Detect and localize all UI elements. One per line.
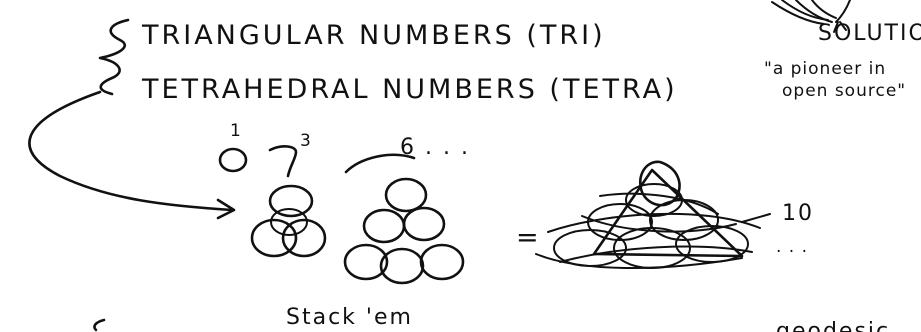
partial-triangle-arc	[344, 153, 416, 174]
sequence-label-1: 1	[230, 121, 242, 141]
header-line-triangular: TRIANGULAR NUMBERS (TRI)	[141, 20, 606, 51]
pile-of-ten	[535, 160, 771, 270]
curved-arrow	[28, 90, 234, 212]
partial-triangle-hook	[268, 145, 298, 178]
arrowhead	[216, 198, 236, 220]
header-line-tetrahedral: TETRAHEDRAL NUMBERS (TETRA)	[141, 74, 678, 105]
stack-of-six	[343, 177, 465, 285]
caption-stack-em: Stack 'em	[286, 305, 413, 330]
curly-brace	[98, 18, 130, 96]
logo-tagline-line1: "a pioneer in	[764, 59, 886, 79]
sequence-label-3: 3	[300, 131, 312, 151]
logo-wordmark: SOLUTIONS	[818, 21, 921, 46]
logo-tagline-line2: open source"	[782, 81, 906, 101]
ball	[218, 147, 248, 173]
equals-sign: =	[516, 222, 542, 253]
cut-off-mark	[93, 318, 106, 332]
stack-of-three	[250, 184, 327, 258]
sequence-label-10: 10	[782, 201, 814, 226]
cut-off-word: geodesic	[776, 319, 890, 332]
sequence-ellipsis: . . .	[776, 237, 808, 257]
logo-tree-icon	[771, 0, 851, 33]
